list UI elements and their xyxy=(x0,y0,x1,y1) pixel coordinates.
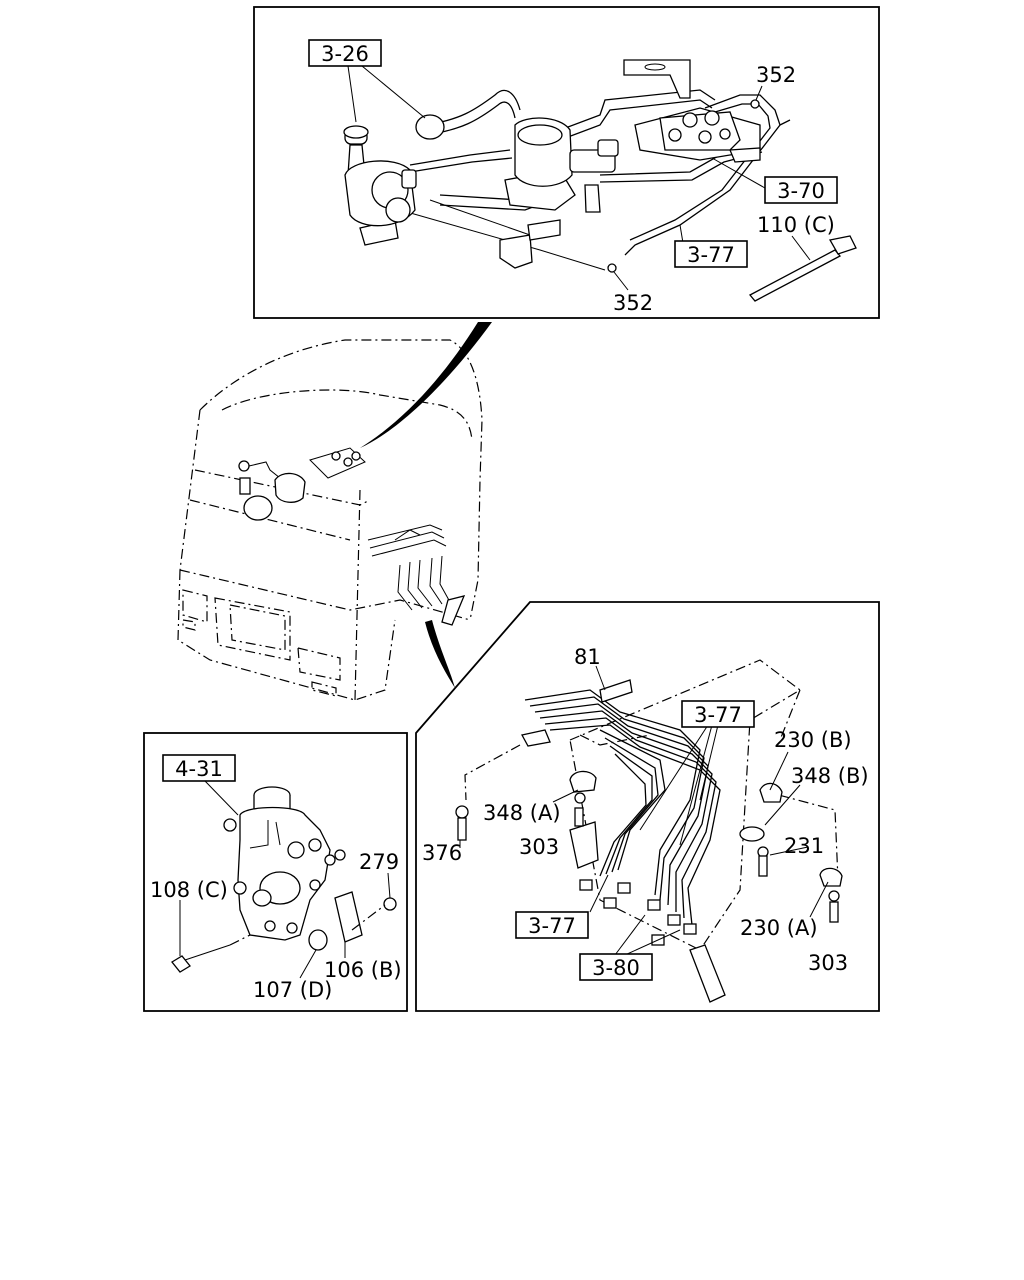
ref-label: 3-26 xyxy=(321,42,369,66)
ref-box-3-80: 3-80 xyxy=(579,953,653,981)
clamps-and-bolts xyxy=(455,770,843,923)
part-label-348b: 348 (B) xyxy=(791,764,869,788)
left-leaders xyxy=(179,780,391,979)
part-label-303-right: 303 xyxy=(808,951,848,975)
tube-fittings xyxy=(521,679,726,1003)
ref-box-3-26: 3-26 xyxy=(308,39,382,67)
top-detail-panel: 3-26 3-70 3-77 352 352 110 (C) xyxy=(253,6,880,319)
ref-box-3-77-right-lower: 3-77 xyxy=(515,911,589,939)
right-panel-frame xyxy=(415,601,880,1012)
top-panel-frame xyxy=(253,6,880,319)
part-label-352-upper: 352 xyxy=(756,63,796,87)
right-leaders xyxy=(459,665,829,956)
ref-box-3-77-right-upper: 3-77 xyxy=(681,700,755,728)
part-label-352-lower: 352 xyxy=(613,291,653,315)
ref-label: 3-77 xyxy=(528,914,576,938)
callout-wedge-right xyxy=(425,620,455,688)
left-fasteners xyxy=(171,891,397,973)
bracket-plate xyxy=(569,659,802,951)
part-label-110c: 110 (C) xyxy=(757,213,835,237)
part-label-107d: 107 (D) xyxy=(253,978,332,1002)
part-label-231: 231 xyxy=(784,834,824,858)
ref-label: 3-77 xyxy=(687,243,735,267)
part-label-348a: 348 (A) xyxy=(483,801,561,825)
ref-box-3-77-top: 3-77 xyxy=(674,240,748,268)
truck-cab-drawing xyxy=(177,339,483,701)
cable-tie-drawing xyxy=(748,235,857,302)
part-label-81: 81 xyxy=(574,645,601,669)
ref-label: 4-31 xyxy=(175,757,223,781)
part-label-376: 376 xyxy=(422,841,462,865)
relay-valve-drawing xyxy=(223,786,346,941)
ref-label: 3-77 xyxy=(694,703,742,727)
part-label-230a: 230 (A) xyxy=(740,916,818,940)
part-label-106b: 106 (B) xyxy=(324,958,402,982)
valve-assemblies xyxy=(343,99,760,273)
left-detail-panel: 4-31 279 108 (C) 106 (B) 107 (D) xyxy=(143,732,408,1012)
part-label-108c: 108 (C) xyxy=(150,878,228,902)
top-leaders xyxy=(347,65,811,291)
part-label-303-left: 303 xyxy=(519,835,559,859)
ref-label: 3-70 xyxy=(777,179,825,203)
callout-wedge-top xyxy=(360,322,492,448)
ref-box-3-70: 3-70 xyxy=(764,176,838,204)
left-panel-frame xyxy=(143,732,408,1012)
right-detail-panel: 81 3-77 230 (B) 348 (B) 348 (A) 376 303 … xyxy=(415,601,880,1012)
part-label-279: 279 xyxy=(359,850,399,874)
ref-label: 3-80 xyxy=(592,956,640,980)
part-label-230b: 230 (B) xyxy=(774,728,852,752)
ref-box-4-31: 4-31 xyxy=(162,754,236,782)
